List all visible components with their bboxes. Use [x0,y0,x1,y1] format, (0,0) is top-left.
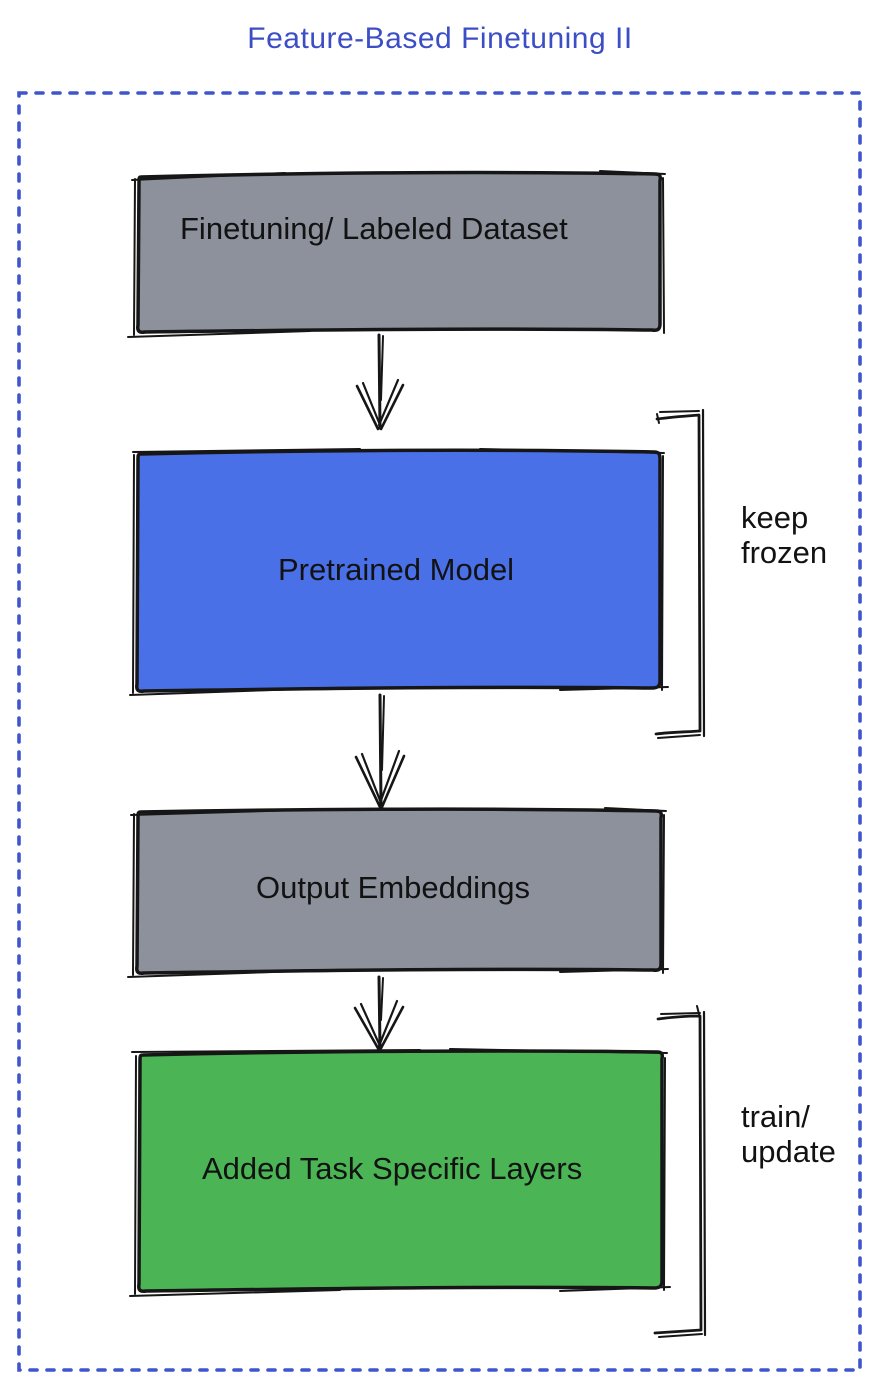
annotation-keep-frozen: keep frozen [741,500,827,570]
diagram-title: Feature-Based Finetuning II [247,22,633,55]
box-finetuning-dataset [127,170,666,338]
bracket-train-update [653,1005,707,1338]
annotation-keep-frozen-line1: keep [741,500,809,535]
annotation-train-update-line1: train/ [741,1099,810,1134]
box-task-specific-layers [129,1048,671,1297]
label-output-embeddings: Output Embeddings [256,870,531,905]
label-finetuning-dataset: Finetuning/ Labeled Dataset [180,211,568,246]
arrow-embeddings-to-layers [353,975,405,1052]
annotation-train-update: train/ update [741,1099,836,1169]
box-output-embeddings [127,807,669,978]
arrow-dataset-to-pretrained [355,333,405,431]
box-finetuning-dataset-body [136,170,663,334]
annotation-train-update-line2: update [741,1134,836,1169]
label-task-specific-layers: Added Task Specific Layers [202,1151,583,1186]
box-pretrained-model [129,448,669,696]
arrow-pretrained-to-embeddings [354,693,406,809]
annotation-keep-frozen-line2: frozen [741,535,828,570]
label-pretrained-model: Pretrained Model [278,552,515,587]
bracket-keep-frozen [654,408,706,739]
dotted-frame [17,91,862,1372]
